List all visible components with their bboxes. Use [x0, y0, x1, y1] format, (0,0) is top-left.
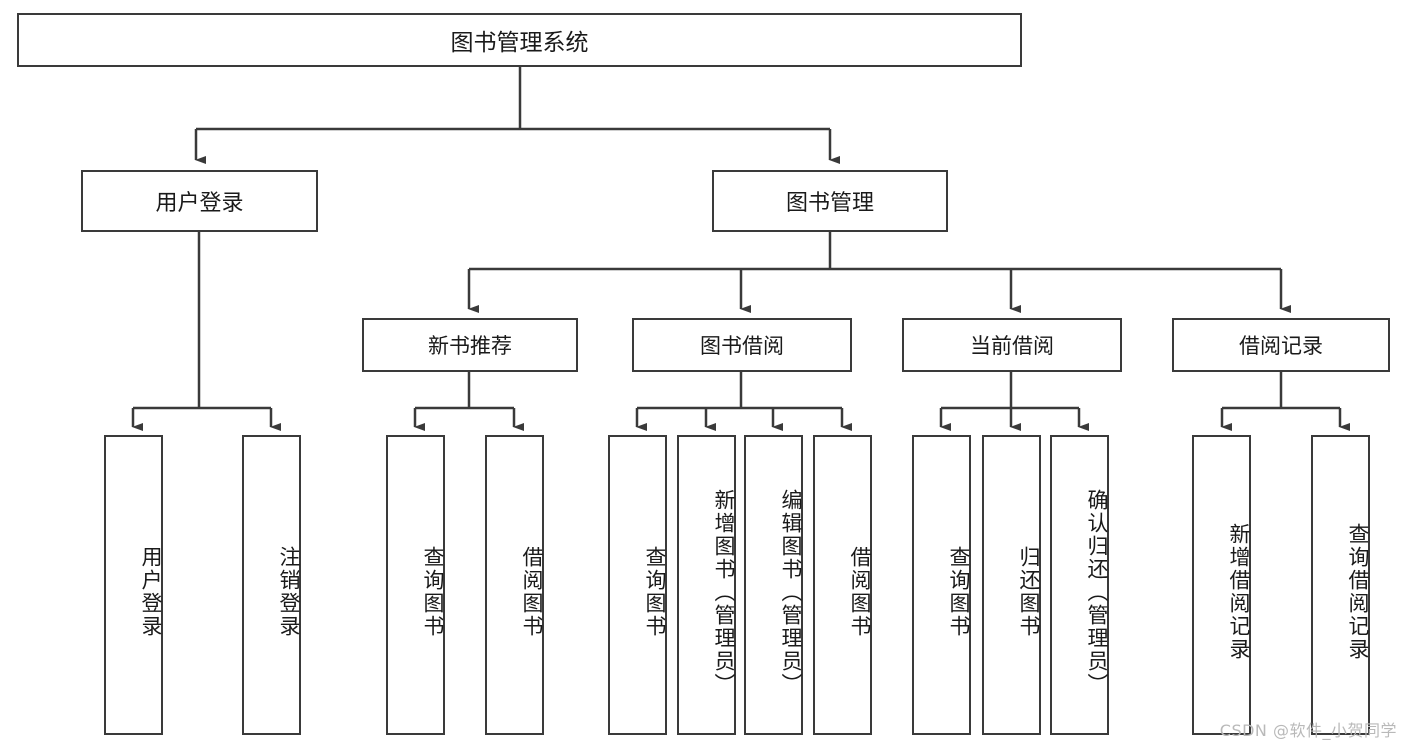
node-label: 新增图书（管理员） — [712, 488, 736, 696]
node-borrow-records[interactable]: 借阅记录 — [1172, 318, 1390, 372]
leaf-records-query-record[interactable]: 查询借阅记录 — [1311, 435, 1370, 735]
node-new-book-recommend[interactable]: 新书推荐 — [362, 318, 578, 372]
leaf-recommend-query-book[interactable]: 查询图书 — [386, 435, 445, 735]
node-label: 编辑图书（管理员） — [779, 488, 803, 696]
leaf-user-login-logout[interactable]: 注销登录 — [242, 435, 301, 735]
node-label: 新书推荐 — [428, 334, 512, 358]
node-root-system[interactable]: 图书管理系统 — [17, 13, 1022, 67]
node-book-borrow[interactable]: 图书借阅 — [632, 318, 852, 372]
leaf-borrow-borrow-book[interactable]: 借阅图书 — [813, 435, 872, 735]
node-label: 图书借阅 — [700, 334, 784, 358]
leaf-borrow-edit-book-admin[interactable]: 编辑图书（管理员） — [744, 435, 803, 735]
node-label: 查询借阅记录 — [1346, 523, 1370, 661]
node-label: 用户登录 — [155, 191, 244, 216]
node-book-management[interactable]: 图书管理 — [712, 170, 948, 232]
leaf-records-add-record[interactable]: 新增借阅记录 — [1192, 435, 1251, 735]
node-label: 查询图书 — [421, 546, 445, 638]
node-current-borrow[interactable]: 当前借阅 — [902, 318, 1122, 372]
leaf-borrow-query-book[interactable]: 查询图书 — [608, 435, 667, 735]
node-label: 用户登录 — [139, 546, 163, 638]
leaf-borrow-add-book-admin[interactable]: 新增图书（管理员） — [677, 435, 736, 735]
node-label: 注销登录 — [277, 546, 301, 638]
node-label: 确认归还（管理员） — [1085, 488, 1109, 696]
leaf-recommend-borrow-book[interactable]: 借阅图书 — [485, 435, 544, 735]
leaf-current-return-book[interactable]: 归还图书 — [982, 435, 1041, 735]
watermark: CSDN @软件_小贺同学 — [1219, 721, 1397, 740]
node-label: 新增借阅记录 — [1227, 523, 1251, 661]
node-label: 归还图书 — [1017, 546, 1041, 638]
node-label: 查询图书 — [643, 546, 667, 638]
node-user-login[interactable]: 用户登录 — [81, 170, 318, 232]
node-label: 图书管理系统 — [450, 30, 589, 56]
leaf-current-query-book[interactable]: 查询图书 — [912, 435, 971, 735]
node-label: 借阅图书 — [848, 546, 872, 638]
leaf-current-confirm-return-admin[interactable]: 确认归还（管理员） — [1050, 435, 1109, 735]
leaf-user-login-login[interactable]: 用户登录 — [104, 435, 163, 735]
node-label: 当前借阅 — [970, 334, 1054, 358]
node-label: 借阅记录 — [1239, 334, 1323, 358]
node-label: 查询图书 — [947, 546, 971, 638]
node-label: 图书管理 — [785, 191, 874, 216]
node-label: 借阅图书 — [520, 546, 544, 638]
